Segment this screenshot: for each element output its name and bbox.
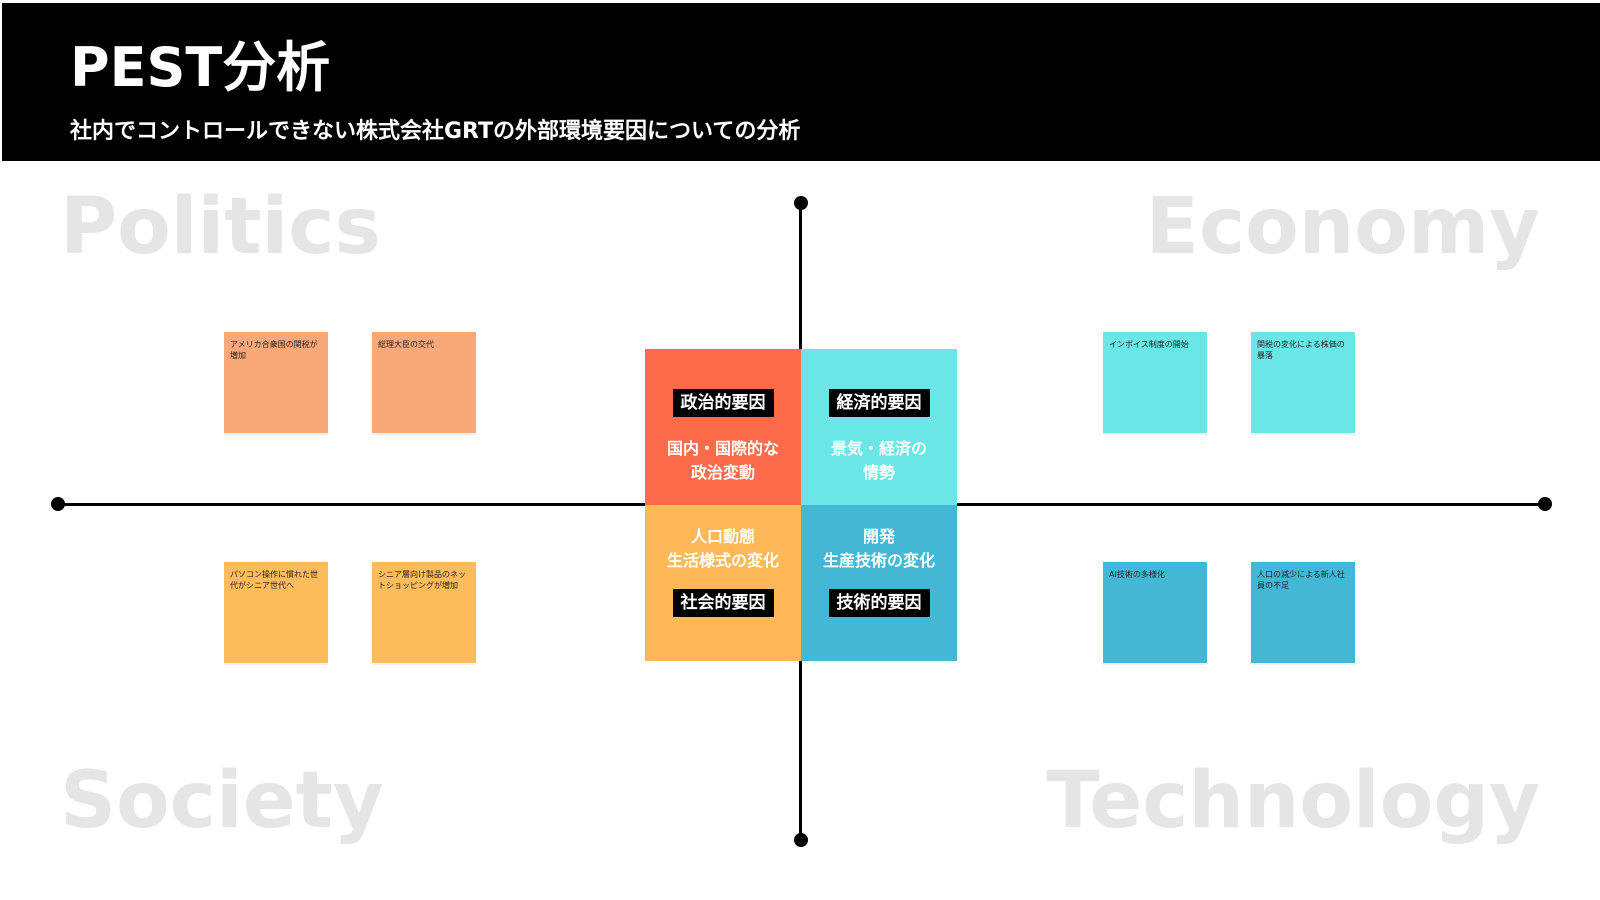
quadrant-politics-label: 政治的要因 [672,389,774,418]
sticky-note-technology-1[interactable]: AI技術の多様化 [1103,562,1207,663]
sticky-note-society-1[interactable]: パソコン操作に慣れた世代がシニア世代へ [224,562,328,663]
quadrant-technology-desc-line2: 生産技術の変化 [822,551,935,570]
page-subtitle: 社内でコントロールできない株式会社GRTの外部環境要因についての分析 [70,119,801,144]
watermark-society: Society [60,756,384,846]
quadrant-society-desc-line2: 生活様式の変化 [666,551,779,570]
quadrant-technology-label: 技術的要因 [828,589,930,618]
watermark-technology: Technology [1046,756,1540,846]
sticky-note-politics-1[interactable]: アメリカ合衆国の関税が増加 [224,332,328,433]
watermark-economy: Economy [1145,182,1540,272]
quadrant-technology-desc: 開発 生産技術の変化 [804,525,954,573]
sticky-note-economy-2[interactable]: 関税の変化による株価の暴落 [1251,332,1355,433]
quadrant-society-desc: 人口動態 生活様式の変化 [648,525,798,573]
quadrant-politics-desc-line2: 政治変動 [690,463,755,483]
axis-end-dot-right [1538,497,1552,511]
quadrant-economy-label: 経済的要因 [828,389,930,418]
quadrant-economy: 経済的要因 景気・経済の 情勢 [801,349,957,505]
quadrant-society-desc-line1: 人口動態 [690,527,755,546]
axis-end-dot-top [794,196,808,210]
quadrant-technology: 開発 生産技術の変化 技術的要因 [801,505,957,661]
sticky-note-economy-1[interactable]: インボイス制度の開始 [1103,332,1207,433]
quadrant-economy-desc-line1: 景気・経済の [830,439,927,459]
quadrant-politics-desc: 国内・国際的な 政治変動 [648,437,798,485]
axis-end-dot-bottom [794,833,808,847]
axis-end-dot-left [51,497,65,511]
quadrant-economy-desc: 景気・経済の 情勢 [804,437,954,485]
quadrant-society-label: 社会的要因 [672,589,774,618]
quadrant-society: 人口動態 生活様式の変化 社会的要因 [645,505,801,661]
watermark-politics: Politics [60,182,381,272]
quadrant-technology-desc-line1: 開発 [862,527,895,546]
header-bar: PEST分析 社内でコントロールできない株式会社GRTの外部環境要因についての分… [2,3,1600,161]
sticky-note-technology-2[interactable]: 人口の減少による新人社員の不足 [1251,562,1355,663]
quadrant-politics: 政治的要因 国内・国際的な 政治変動 [645,349,801,505]
page-title: PEST分析 [70,36,331,99]
sticky-note-society-2[interactable]: シニア層向け製品のネットショッピングが増加 [372,562,476,663]
sticky-note-politics-2[interactable]: 総理大臣の交代 [372,332,476,433]
quadrant-politics-desc-line1: 国内・国際的な [666,439,779,459]
quadrant-economy-desc-line2: 情勢 [862,463,895,483]
